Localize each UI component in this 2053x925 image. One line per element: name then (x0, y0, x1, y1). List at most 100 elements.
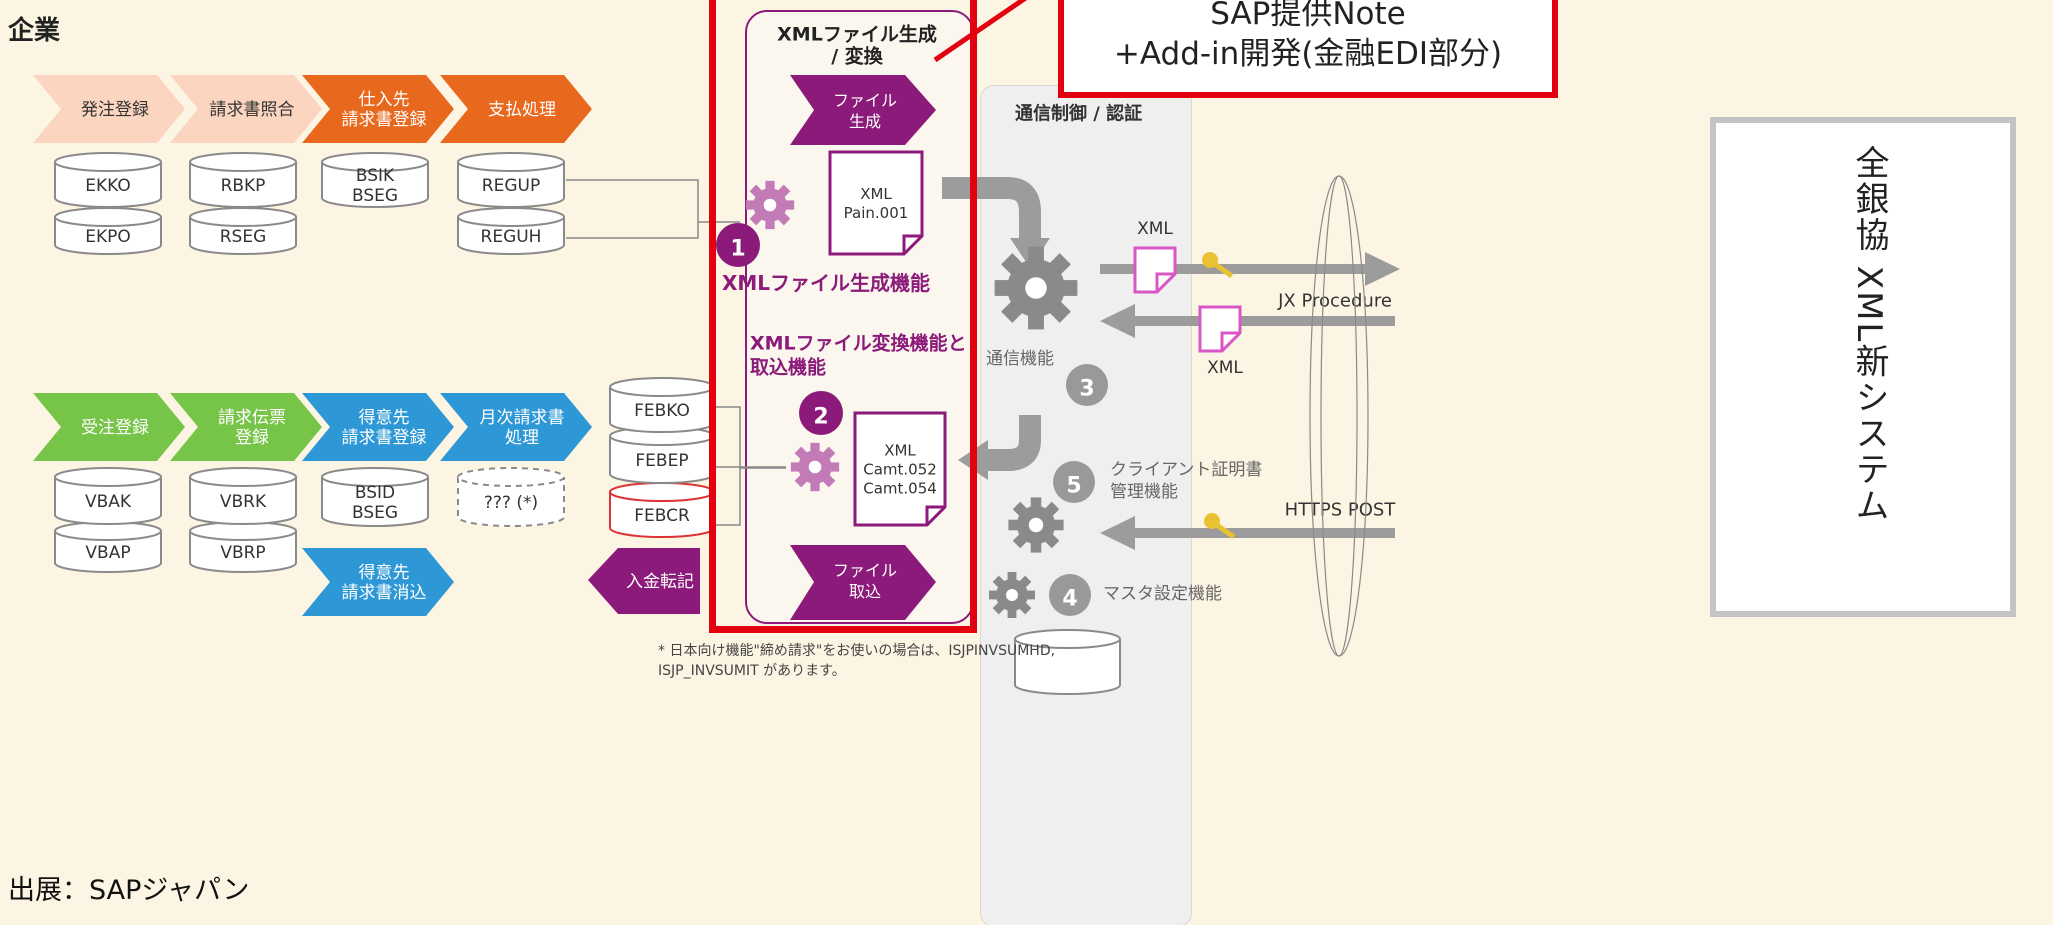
xml-in-doc (1198, 305, 1242, 353)
xml-doc-camt-fold (925, 505, 945, 525)
xml-in-doc-fold (1220, 331, 1240, 351)
footnote: * 日本向け機能"締め請求"をお使いの場合は、ISJPINVSUMHD,ISJP… (658, 642, 1055, 679)
xml-in-label: XML (1207, 358, 1243, 378)
sales-clearing-step-label: 得意先請求書消込 (342, 563, 427, 603)
xml-doc-pain001-fold (902, 234, 922, 254)
function-badge-3 (1066, 364, 1108, 406)
func3-label: 通信機能 (986, 349, 1054, 369)
func1-label: XMLファイル生成機能 (722, 271, 930, 295)
file-import-label: ファイル取込 (833, 561, 897, 601)
gear-icon (745, 180, 795, 230)
purchase-table-2-a-top (189, 152, 297, 172)
purchase-table-2-b-label: RSEG (220, 227, 267, 247)
purchase-step-1 (33, 75, 185, 143)
gear-icon-tooth (1030, 497, 1042, 510)
purchase-table-4-b-top (457, 207, 565, 227)
company-label: 企業 (8, 16, 61, 46)
gear-icon (994, 246, 1078, 330)
gear-icon (1008, 497, 1064, 553)
feb-table-1-label: FEBKO (634, 401, 690, 421)
xml-out-label: XML (1137, 219, 1173, 239)
sales-step-3 (302, 393, 454, 461)
purchase-step-4-label: 支払処理 (488, 100, 556, 120)
function-badge-2-num: 2 (813, 405, 828, 430)
sales-table-4-top (457, 467, 565, 487)
sales-table-2-b-label: VBRP (220, 543, 265, 563)
purchase-table-2-a (189, 162, 297, 208)
https-arrow-head (1100, 516, 1135, 550)
sales-table-1-b-label: VBAP (85, 543, 130, 563)
purchase-step-3-label: 仕入先請求書登録 (342, 90, 427, 130)
sales-step-2-label: 請求伝票登録 (218, 408, 286, 448)
payment-posting-arrow (588, 548, 700, 614)
key-icon-shaft (1214, 522, 1236, 539)
purchase-table-4-b-label: REGUH (481, 227, 542, 247)
sales-table-4-label: ??? (*) (484, 493, 538, 513)
sales-step-4-label: 月次請求書処理 (480, 408, 565, 448)
sales-table-1-b (54, 531, 162, 573)
gear-icon-hole (808, 460, 822, 474)
function-badge-5 (1053, 461, 1095, 503)
xml-doc-camt (853, 411, 947, 527)
comm-panel-title: 通信制御 / 認証 (1015, 102, 1142, 124)
gear-icon-hole (1025, 277, 1047, 299)
purchase-table-3-top (321, 152, 429, 172)
func4-label: マスタ設定機能 (1103, 584, 1222, 604)
sales-clearing-step (302, 548, 454, 616)
gear-icon-hole (1028, 517, 1044, 533)
incoming-arrow-head (1100, 304, 1135, 338)
function-badge-3-num: 3 (1079, 377, 1094, 402)
gear-icon-tooth (1007, 572, 1017, 582)
sales-table-1-a (54, 477, 162, 525)
master-db-cylinder-top (1014, 629, 1121, 649)
sales-step-3-label: 得意先請求書登録 (342, 408, 427, 448)
feb-table-2-label: FEBEP (635, 451, 688, 471)
function-badge-4-num: 4 (1062, 587, 1077, 612)
file-import-arrow (790, 545, 936, 620)
purchase-table-3 (321, 162, 429, 208)
sales-step-2 (170, 393, 322, 461)
gear-icon-tooth (1030, 540, 1042, 553)
sales-table-3-top (321, 467, 429, 487)
highlight-frame (709, 0, 977, 633)
function-badge-2 (799, 391, 843, 435)
channel-ellipse-inner (1320, 175, 1358, 657)
sales-table-1-a-label: VBAK (85, 492, 132, 512)
purchase-table-1-b-top (54, 207, 162, 227)
feb-table-1-top (609, 377, 715, 397)
channel-ellipse (1309, 175, 1369, 657)
master-db-cylinder (1014, 639, 1121, 695)
https-post-label: HTTPS POST (1285, 499, 1397, 520)
file-generate-label: ファイル生成 (833, 91, 897, 131)
feb-table-3-top (609, 482, 715, 502)
function-badge-1 (716, 223, 760, 267)
purchase-step-1-label: 発注登録 (81, 100, 149, 120)
func5-label: クライアント証明書管理機能 (1110, 460, 1262, 502)
purchase-table-2-b (189, 217, 297, 255)
purchase-step-2 (170, 75, 322, 143)
sales-table-2-a-label: VBRK (220, 492, 267, 512)
sales-table-1-a-top (54, 467, 162, 487)
sales-table-2-a (189, 477, 297, 525)
gear-icon (989, 572, 1035, 618)
purchase-table-1-a (54, 162, 162, 208)
sales-step-1 (33, 393, 185, 461)
gear-icon-tooth (765, 218, 775, 230)
purchase-table-4-a (457, 162, 565, 208)
source-label: 出展：SAPジャパン (8, 875, 250, 906)
purchase-step-3 (302, 75, 454, 143)
xml-out-doc-fold (1155, 272, 1175, 292)
purchase-table-1-b-label: EKPO (85, 227, 131, 247)
sales-step-1-label: 受注登録 (81, 418, 149, 438)
purchase-table-4-b (457, 217, 565, 255)
xml-doc-pain001 (828, 150, 924, 256)
purchase-table-4-a-top (457, 152, 565, 172)
sales-step-4 (440, 393, 592, 461)
flow-arrow-left (985, 415, 1041, 471)
purchase-table-1-b (54, 217, 162, 255)
gear-icon-tooth (810, 442, 820, 454)
xml-panel-title: XMLファイル生成/ 変換 (777, 23, 937, 68)
gear-icon-hole (763, 198, 777, 212)
